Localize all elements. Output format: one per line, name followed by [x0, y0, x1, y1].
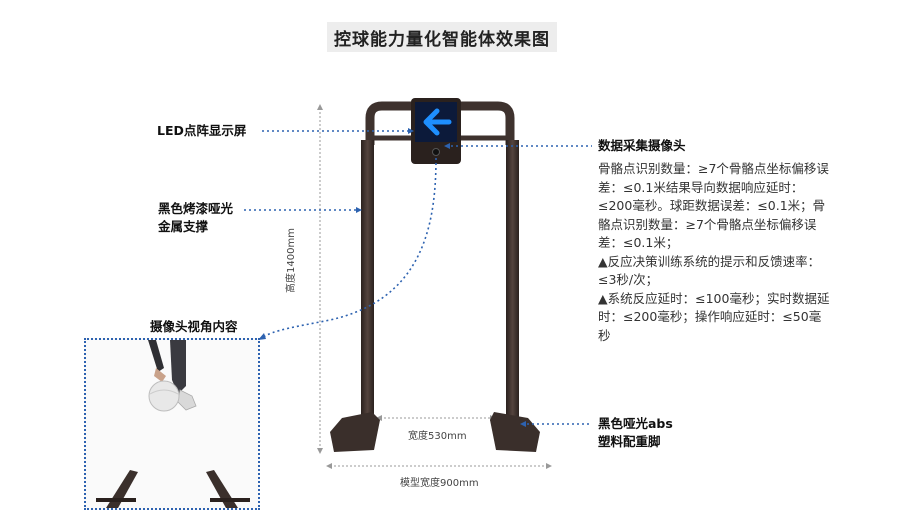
camera-view-image: [84, 338, 260, 510]
camera-view-label: 摄像头视角内容: [150, 318, 238, 336]
feet-label-line1: 黑色哑光abs: [598, 415, 673, 433]
callout-arrowheads: [258, 128, 526, 427]
spec-paragraph-3: ▲系统反应延时：≤100毫秒；实时数据延时：≤200毫秒；操作响应延时：≤50毫…: [598, 290, 833, 346]
camera-lens-icon: [433, 149, 440, 156]
camera-label: 数据采集摄像头: [598, 137, 686, 155]
left-pole: [361, 140, 374, 422]
feet-label-line2: 塑料配重脚: [598, 433, 673, 451]
right-foot: [490, 412, 540, 452]
left-foot: [330, 412, 380, 452]
model-width-label: 模型宽度900mm: [400, 474, 479, 489]
support-label-line2: 金属支撑: [158, 218, 233, 236]
spec-description: 骨骼点识别数量：≥7个骨骼点坐标偏移误差：≤0.1米结果导向数据响应延时：≤20…: [598, 160, 833, 345]
support-label: 黑色烤漆哑光 金属支撑: [158, 200, 233, 236]
led-screen-label: LED点阵显示屏: [157, 122, 246, 140]
camera-view-illustration: [86, 340, 258, 508]
spec-paragraph-2: ▲反应决策训练系统的提示和反馈速率：≤3秒/次；: [598, 253, 833, 290]
feet-label: 黑色哑光abs 塑料配重脚: [598, 415, 673, 451]
inner-width-label: 宽度530mm: [408, 427, 467, 442]
led-screen: [411, 98, 461, 164]
right-pole: [506, 140, 519, 422]
height-dimension-label: 高度1400mm: [282, 228, 297, 293]
spec-paragraph-1: 骨骼点识别数量：≥7个骨骼点坐标偏移误差：≤0.1米结果导向数据响应延时：≤20…: [598, 160, 833, 253]
support-label-line1: 黑色烤漆哑光: [158, 200, 233, 218]
